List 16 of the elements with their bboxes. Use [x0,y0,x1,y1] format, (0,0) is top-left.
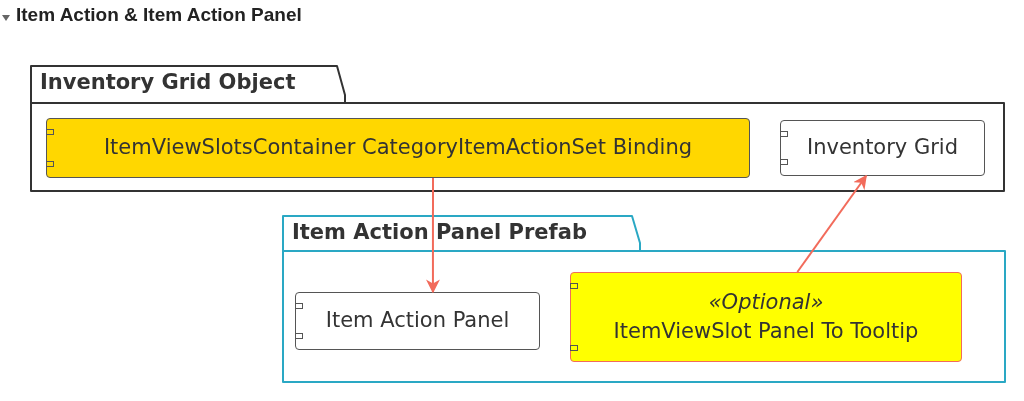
arrow [425,177,440,294]
package-frame [30,65,1005,192]
stereotype-label: «Optional» [708,288,824,316]
arrow [796,174,868,273]
package-title: Item Action Panel Prefab [292,220,587,244]
component-label: Item Action Panel [325,307,510,335]
package-frame [282,215,1006,383]
package-title: Inventory Grid Object [40,70,296,94]
component-box [46,118,750,178]
component-label: ItemViewSlotsContainer CategoryItemActionSet Binding [103,134,693,162]
component-label: Inventory Grid [806,134,959,162]
component-box [780,120,985,176]
component-box [570,272,962,362]
diagram-title: Item Action & Item Action Panel [16,4,302,26]
component-label: ItemViewSlot Panel To Tooltip [613,318,919,345]
component-box [295,292,540,350]
